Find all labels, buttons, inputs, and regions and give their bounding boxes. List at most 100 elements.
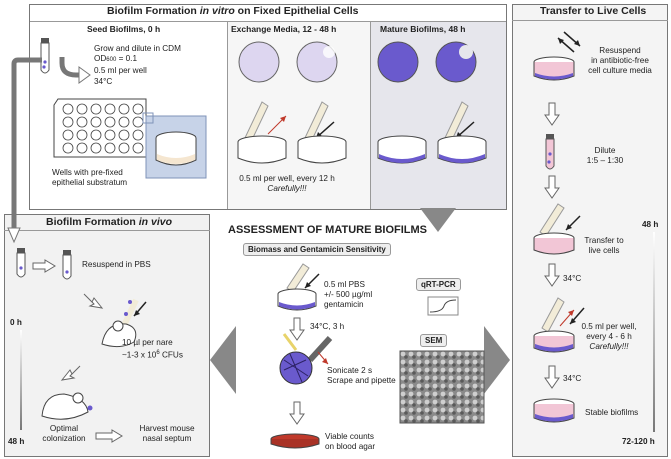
well: [118, 103, 130, 115]
seed-temp-text: 34°C: [94, 77, 113, 86]
dilute-tube-icon: [545, 134, 555, 170]
mature-plate-top-view-icon: [377, 41, 477, 83]
down-arrow-icon: [289, 401, 305, 425]
mature-dishes-icon: [377, 101, 487, 164]
pbs-dish-icon: [277, 263, 320, 311]
qpcr-curve-icon: [427, 296, 459, 316]
down-arrow-icon: [544, 263, 560, 287]
dose-text: 10 µl per nare ~1-3 x 106 CFUs: [122, 338, 183, 360]
sem-image-icon: [399, 350, 485, 424]
resuspend-pbs-text: Resuspend in PBS: [82, 260, 151, 269]
stable-dish-icon: [533, 398, 575, 423]
down-arrow-icon: [544, 365, 560, 389]
mouse-icon: [101, 298, 147, 348]
well: [118, 129, 130, 141]
right-panel-divider: [512, 20, 668, 21]
left-time-0: 0 h: [10, 318, 22, 327]
seed-grow-text: Grow and dilute in CDM: [94, 44, 181, 53]
transfer-dish-icon: [533, 31, 581, 81]
well: [132, 103, 144, 115]
seed-volume-text: 0.5 ml per well: [94, 66, 147, 75]
right-arrow-icon: [95, 429, 123, 443]
well: [118, 142, 130, 154]
right-timeline: [653, 232, 655, 432]
left-panel-divider: [4, 230, 210, 231]
well: [62, 129, 74, 141]
right-temp-2: 34°C: [563, 374, 582, 383]
sem-box: SEM: [420, 334, 448, 347]
well: [76, 129, 88, 141]
exchange-heading: Exchange Media, 12 - 48 h: [231, 24, 337, 34]
right-time-72: 72-120 h: [622, 437, 655, 446]
mature-heading: Mature Biofilms, 48 h: [380, 24, 466, 34]
well: [132, 142, 144, 154]
divider: [227, 21, 228, 209]
right-time-48: 48 h: [642, 220, 659, 229]
invivo-tube-icon: [16, 248, 26, 278]
well: [62, 103, 74, 115]
right-temp-1: 34°C: [563, 274, 582, 283]
qrt-pcr-box: qRT-PCR: [416, 278, 461, 291]
curved-arrow-icon: [59, 57, 91, 84]
well: [90, 103, 102, 115]
divider: [370, 21, 371, 209]
well: [76, 142, 88, 154]
center-title: ASSESSMENT OF MATURE BIOFILMS: [228, 224, 428, 236]
seed-od-text: OD600 = 0.1: [94, 54, 138, 63]
seed-tube-icon: [40, 38, 50, 74]
top-panel-title: Biofilm Formation in vitro on Fixed Epit…: [107, 5, 359, 17]
live-cells-dish-icon: [533, 203, 581, 255]
well: [76, 103, 88, 115]
well: [104, 103, 116, 115]
right-panel: [512, 4, 668, 457]
well: [90, 116, 102, 128]
diagonal-arrow-icon: [83, 293, 104, 309]
feeding-dish-icon: [533, 297, 585, 353]
left-panel-title: Biofilm Formation in vivo: [46, 216, 173, 228]
diagonal-arrow-icon: [60, 365, 81, 381]
well: [76, 116, 88, 128]
well: [132, 129, 144, 141]
right-panel-title: Transfer to Live Cells: [540, 5, 647, 17]
exchange-dishes-icon: [237, 101, 347, 164]
biomass-box: Biomass and Gentamicin Sensitivity: [243, 243, 391, 256]
left-timeline: [20, 330, 22, 430]
pbs-tube-icon: [62, 250, 72, 280]
well: [118, 116, 130, 128]
blood-agar-icon: [270, 433, 320, 449]
sonicate-dish-icon: [279, 333, 333, 385]
colonized-mouse-icon: [41, 392, 93, 420]
connector-arrow-icon: [7, 57, 42, 244]
left-time-48: 48 h: [8, 437, 25, 446]
well: [90, 142, 102, 154]
down-arrow-icon: [544, 102, 560, 126]
down-arrow-icon: [544, 175, 560, 199]
stable-text: Stable biofilms: [585, 408, 639, 417]
well: [104, 142, 116, 154]
well: [90, 129, 102, 141]
incubate-text: 34°C, 3 h: [310, 322, 345, 331]
well: [62, 142, 74, 154]
plate-top-view-icon: [238, 41, 338, 83]
down-arrow-icon: [289, 317, 305, 341]
well: [104, 116, 116, 128]
epithelial-dish-icon: [142, 112, 207, 179]
well: [104, 129, 116, 141]
well: [62, 116, 74, 128]
right-arrow-icon: [32, 259, 56, 273]
divider: [30, 21, 506, 22]
seed-heading: Seed Biofilms, 0 h: [87, 24, 161, 34]
well-plate-icon: [53, 98, 147, 158]
